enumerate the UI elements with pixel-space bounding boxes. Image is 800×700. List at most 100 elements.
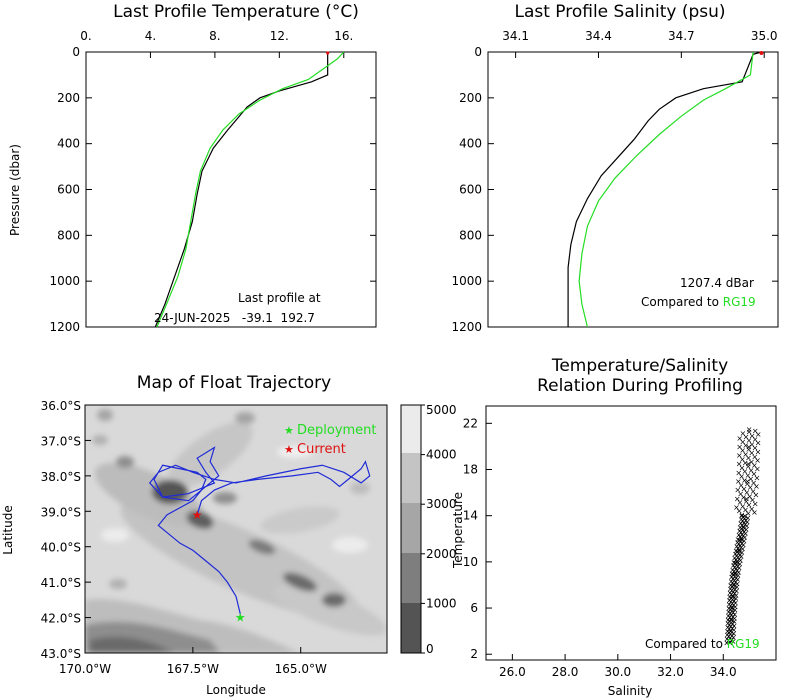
legend-deploy-star: ★ [284,424,294,437]
ts-point: × [727,639,734,648]
ts-point: × [737,528,744,537]
ts-point: × [730,601,737,610]
ts-point: × [751,470,758,479]
ts-point: × [735,571,742,580]
ts-point: × [748,457,755,466]
x-tick-label: 28.0 [552,665,579,679]
ts-point: × [746,492,753,501]
ts-point: × [738,481,745,490]
ts-point: × [741,484,748,493]
temperature-series [154,51,345,328]
ts-point: × [732,569,739,578]
map-ylabel: Latitude [1,505,15,554]
x-tick-label: 8. [209,29,220,43]
ts-point: × [740,429,747,438]
ts-point: × [731,589,738,598]
y-tick-label: 400 [57,137,80,151]
ts-point: × [743,433,750,442]
y-tick-label: 38.0°S [41,470,81,484]
ts-point: × [728,573,735,582]
ts-point: × [724,623,731,632]
y-tick-label: 0 [72,45,80,59]
ts-point: × [726,628,733,637]
ts-point: × [730,561,737,570]
salinity-note-line1: 1207.4 dBar [680,276,754,290]
ts-point: × [742,458,749,467]
salinity-note-ref: RG19 [723,295,756,309]
ts-point: × [754,465,761,474]
ts-point: × [729,631,736,640]
legend-deployment-label: Deployment [297,423,377,438]
ts-point: × [725,611,732,620]
ts-point: × [732,550,739,559]
colorbar-tick-label: 2000 [426,547,457,561]
ts-point: × [736,546,743,555]
ts-point: × [738,535,745,544]
ts-point: × [739,548,746,557]
ts-point: × [734,547,741,556]
bathymetry-features [85,409,387,653]
ts-point: × [724,635,731,644]
surface-marker [326,51,330,55]
ts-point: × [737,519,744,528]
ts-point: × [738,524,745,533]
y-tick-label: 37.0°S [41,434,81,448]
ts-point: × [740,523,747,532]
ts-point: × [728,577,735,586]
ts-point: × [732,578,739,587]
ts-point: × [738,552,745,561]
ts-point: × [739,455,746,464]
ts-point: × [736,564,743,573]
ts-point: × [731,617,738,626]
ts-point: × [739,517,746,526]
ts-point: × [731,597,738,606]
ts-point: × [729,624,736,633]
ts-note: Compared to RG19 [645,637,760,651]
ts-point: × [739,510,746,519]
ts-point: × [727,597,734,606]
temperature-title: Last Profile Temperature (°C) [113,2,359,22]
x-tick-label: 34.7 [668,29,695,43]
ts-point: × [743,488,750,497]
current-marker: ★ [192,508,203,522]
ts-point: × [739,437,746,446]
y-tick-label: 1000 [451,274,482,288]
ts-point: × [744,513,751,522]
ts-point: × [752,435,759,444]
ts-point: × [728,618,735,627]
ts-point: × [735,535,742,544]
ts-point: × [743,525,750,534]
ts-point: × [730,612,737,621]
y-tick-label: 43.0°S [41,647,81,661]
ts-point: × [727,627,734,636]
x-tick-label: 0. [80,29,91,43]
ts-point: × [739,545,746,554]
ts-point: × [729,595,736,604]
ts-point: × [730,588,737,597]
y-tick-label: 18 [463,463,478,477]
ts-point: × [733,583,740,592]
ts-point: × [730,570,737,579]
y-tick-label: 600 [57,183,80,197]
y-tick-label: 22 [463,416,478,430]
ts-point: × [728,593,735,602]
ts-point: × [725,607,732,616]
ts-point: × [734,486,741,495]
ts-point: × [728,590,735,599]
ts-point: × [732,606,739,615]
map-title: Map of Float Trajectory [137,373,331,393]
ts-point: × [741,533,748,542]
map-y-ticks: 36.0°S37.0°S38.0°S39.0°S40.0°S41.0°S42.0… [41,399,91,661]
legend-current-star: ★ [284,443,294,456]
temperature-note-line1: Last profile at [238,291,321,305]
ts-point: × [730,581,737,590]
ts-point: × [729,620,736,629]
x-tick-label: 170.0°W [59,662,111,676]
ts-point: × [743,497,750,506]
ts-point: × [739,521,746,530]
ts-point: × [753,482,760,491]
ts-point: × [730,574,737,583]
ts-point: × [726,621,733,630]
